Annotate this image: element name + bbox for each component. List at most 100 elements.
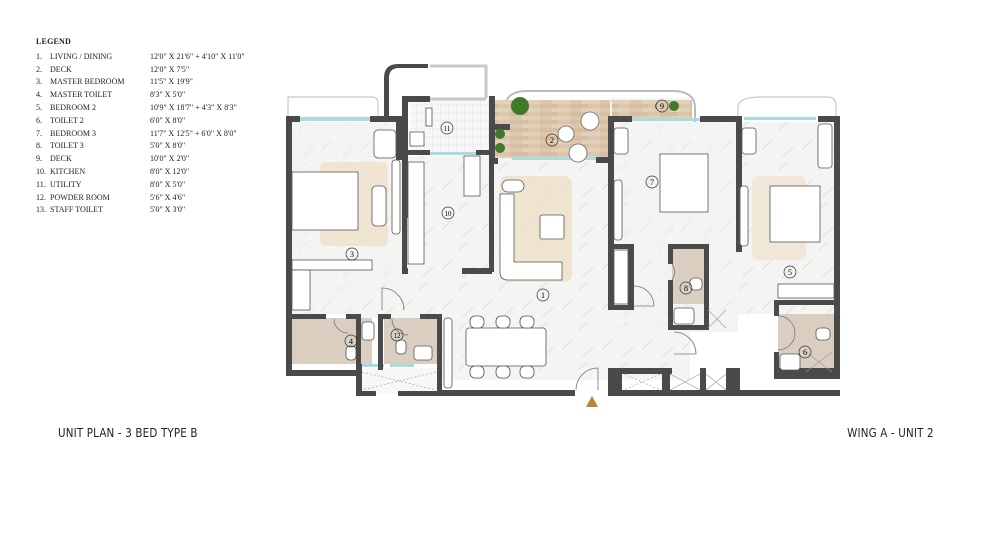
bed-2 xyxy=(769,185,821,243)
dining-chair xyxy=(495,315,511,329)
legend-item-name: MASTER BEDROOM xyxy=(50,77,125,87)
legend-item-name: STAFF TOILET xyxy=(50,205,104,215)
desk xyxy=(373,129,397,159)
legend-item-size: 8'3" X 5'0" xyxy=(150,90,186,100)
windows xyxy=(300,117,816,367)
plant-icon xyxy=(511,97,529,115)
room-marker-2: 2 xyxy=(545,133,559,147)
legend-item: 13. STAFF TOILET 5'0" X 3'0" xyxy=(36,204,245,217)
unit-plan-title: UNIT PLAN - 3 BED TYPE B xyxy=(58,426,198,440)
deck9-floor xyxy=(612,100,692,118)
legend-item-size: 10'9" X 18'7" + 4'3" X 8'3" xyxy=(150,102,237,112)
wc xyxy=(345,345,357,361)
legend-item-name: MASTER TOILET xyxy=(50,90,113,100)
legend-item-size: 5'0" X 8'0" xyxy=(150,141,186,151)
room-marker-11: 11 xyxy=(440,121,454,135)
legend-item-name: KITCHEN xyxy=(50,166,86,176)
legend-item-size: 12'0" X 21'6" + 4'10" X 11'0" xyxy=(150,51,245,61)
legend-item-size: 6'0" X 8'0" xyxy=(150,115,186,125)
basin xyxy=(413,345,433,361)
legend-item-size: 8'0" X 5'0" xyxy=(150,179,186,189)
room-marker-1: 1 xyxy=(536,288,550,302)
wing-unit-label: WING A - UNIT 2 xyxy=(847,426,934,440)
room-marker-9: 9 xyxy=(655,99,669,113)
legend-item-number: 6. xyxy=(36,115,42,125)
legend-item-name: UTILITY xyxy=(50,179,82,189)
master-bed xyxy=(291,171,359,231)
desk-2 xyxy=(741,127,757,155)
ottoman xyxy=(501,179,525,193)
room-marker-12: 12 xyxy=(390,328,404,342)
svg-text:7: 7 xyxy=(650,178,654,187)
legend-item: 11. UTILITY 8'0" X 5'0" xyxy=(36,179,245,192)
legend-item-name: BEDROOM 3 xyxy=(50,128,97,138)
legend-item: 7. BEDROOM 3 11'7" X 12'5" + 6'0" X 8'0" xyxy=(36,128,245,141)
legend-item-number: 7. xyxy=(36,128,42,138)
legend-item-size: 11'5" X 19'9" xyxy=(150,77,193,87)
room-marker-10: 10 xyxy=(441,206,455,220)
legend-item-number: 11. xyxy=(36,179,46,189)
svg-text:4: 4 xyxy=(349,337,353,346)
svg-text:1: 1 xyxy=(541,291,545,300)
legend-item-size: 8'0" X 12'0" xyxy=(150,166,190,176)
wardrobe-2 xyxy=(739,185,749,247)
legend-item-size: 5'6" X 4'6" xyxy=(150,192,186,202)
legend-item-number: 1. xyxy=(36,51,42,61)
svg-text:11: 11 xyxy=(444,125,451,133)
wardrobe xyxy=(291,269,311,311)
coffee-table xyxy=(539,214,565,240)
shower-areas xyxy=(361,309,833,391)
legend-item-size: 12'0" X 7'5" xyxy=(150,64,190,74)
legend-item-size: 5'0" X 3'0" xyxy=(150,205,186,215)
washer xyxy=(425,107,433,127)
svg-text:8: 8 xyxy=(684,284,688,293)
dresser-2 xyxy=(817,123,833,169)
legend-title: LEGEND xyxy=(36,37,71,46)
wardrobe xyxy=(291,259,373,271)
room-marker-8: 8 xyxy=(679,281,693,295)
legend-item-number: 4. xyxy=(36,90,42,100)
legend-item-number: 12. xyxy=(36,192,46,202)
svg-text:9: 9 xyxy=(660,102,664,111)
legend-item-number: 13. xyxy=(36,205,46,215)
legend-item-number: 10. xyxy=(36,166,46,176)
toilet3-floor xyxy=(672,248,704,304)
svg-text:6: 6 xyxy=(803,348,807,357)
bench xyxy=(371,185,387,227)
doors xyxy=(333,263,796,391)
legend-item: 10. KITCHEN 8'0" X 12'0" xyxy=(36,166,245,179)
room-marker-5: 5 xyxy=(783,265,797,279)
dining-chair xyxy=(469,315,485,329)
legend-item-name: POWDER ROOM xyxy=(50,192,110,202)
legend-item-size: 11'7" X 12'5" + 6'0" X 8'0" xyxy=(150,128,237,138)
plant-icon xyxy=(495,143,505,153)
room-marker-4: 4 xyxy=(344,334,358,348)
sink-counter xyxy=(463,155,481,197)
legend-item-name: TOILET 2 xyxy=(50,115,84,125)
tv-unit xyxy=(391,159,401,235)
dining-chair xyxy=(519,315,535,329)
wc xyxy=(815,327,831,341)
basin xyxy=(361,321,375,341)
svg-text:12: 12 xyxy=(394,332,402,340)
svg-text:2: 2 xyxy=(550,136,554,145)
bed-3 xyxy=(659,153,709,213)
wardrobe-2b xyxy=(777,283,835,299)
kitchen-counter xyxy=(407,161,425,265)
legend-item: 6. TOILET 2 6'0" X 8'0" xyxy=(36,115,245,128)
legend-item-name: BEDROOM 2 xyxy=(50,102,97,112)
furniture xyxy=(291,107,835,389)
legend-item: 4. MASTER TOILET 8'3" X 5'0" xyxy=(36,89,245,102)
room-marker-7: 7 xyxy=(645,175,659,189)
legend-item-number: 3. xyxy=(36,77,42,87)
room-markers: 1 2 3 4 5 6 7 8 9 10 11 12 xyxy=(344,99,812,359)
legend-item: 3. MASTER BEDROOM 11'5" X 19'9" xyxy=(36,76,245,89)
utility-sink xyxy=(409,131,425,147)
